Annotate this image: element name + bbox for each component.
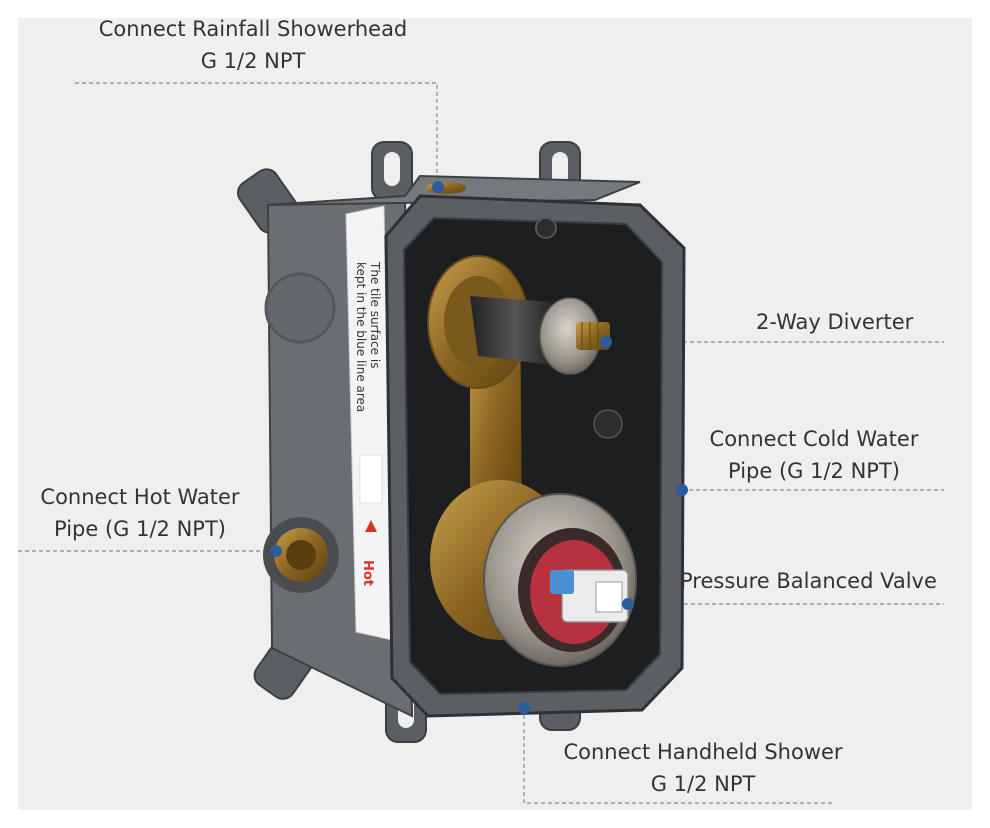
callout-hot-line2: Pipe (G 1/2 NPT) <box>54 517 226 541</box>
callout-hot-water: Connect Hot Water Pipe (G 1/2 NPT) <box>20 481 260 545</box>
top-outlet <box>426 182 466 194</box>
callout-cold-line1: Connect Cold Water <box>709 427 919 451</box>
leader-rainfall <box>75 82 438 186</box>
leader-handheld <box>523 708 832 804</box>
callout-cold-water: Connect Cold Water Pipe (G 1/2 NPT) <box>688 423 940 487</box>
diverter-stem <box>470 296 560 366</box>
dot-hot <box>270 545 282 557</box>
callout-handheld-line1: Connect Handheld Shower <box>563 740 843 764</box>
mounting-screw <box>535 217 557 239</box>
callout-handheld-shower: Connect Handheld Shower G 1/2 NPT <box>538 736 868 800</box>
callout-rainfall-line1: Connect Rainfall Showerhead <box>98 17 408 41</box>
callout-pressure-valve: Pressure Balanced Valve <box>680 565 937 597</box>
knockout-disc <box>264 272 336 344</box>
hot-marker-text: Hot <box>360 560 375 586</box>
dot-rainfall <box>432 181 444 193</box>
dot-pressure <box>622 598 634 610</box>
hot-arrow-icon <box>365 520 377 532</box>
dot-cold <box>676 484 688 496</box>
callout-handheld-line2: G 1/2 NPT <box>650 772 756 796</box>
dot-handheld <box>518 702 530 714</box>
callout-hot-line1: Connect Hot Water <box>40 485 240 509</box>
callout-dots <box>270 181 688 714</box>
callout-rainfall-line2: G 1/2 NPT <box>200 49 306 73</box>
callout-rainfall-showerhead: Connect Rainfall Showerhead G 1/2 NPT <box>70 13 436 77</box>
callout-pressure-line1: Pressure Balanced Valve <box>680 569 937 593</box>
callout-diverter-line1: 2-Way Diverter <box>756 310 914 334</box>
callout-cold-line2: Pipe (G 1/2 NPT) <box>728 459 900 483</box>
label-text-2: kept in the blue line area <box>354 262 368 412</box>
dot-diverter <box>600 336 612 348</box>
callout-diverter: 2-Way Diverter <box>756 306 913 338</box>
label-text-1: The tile surface is <box>368 261 382 368</box>
